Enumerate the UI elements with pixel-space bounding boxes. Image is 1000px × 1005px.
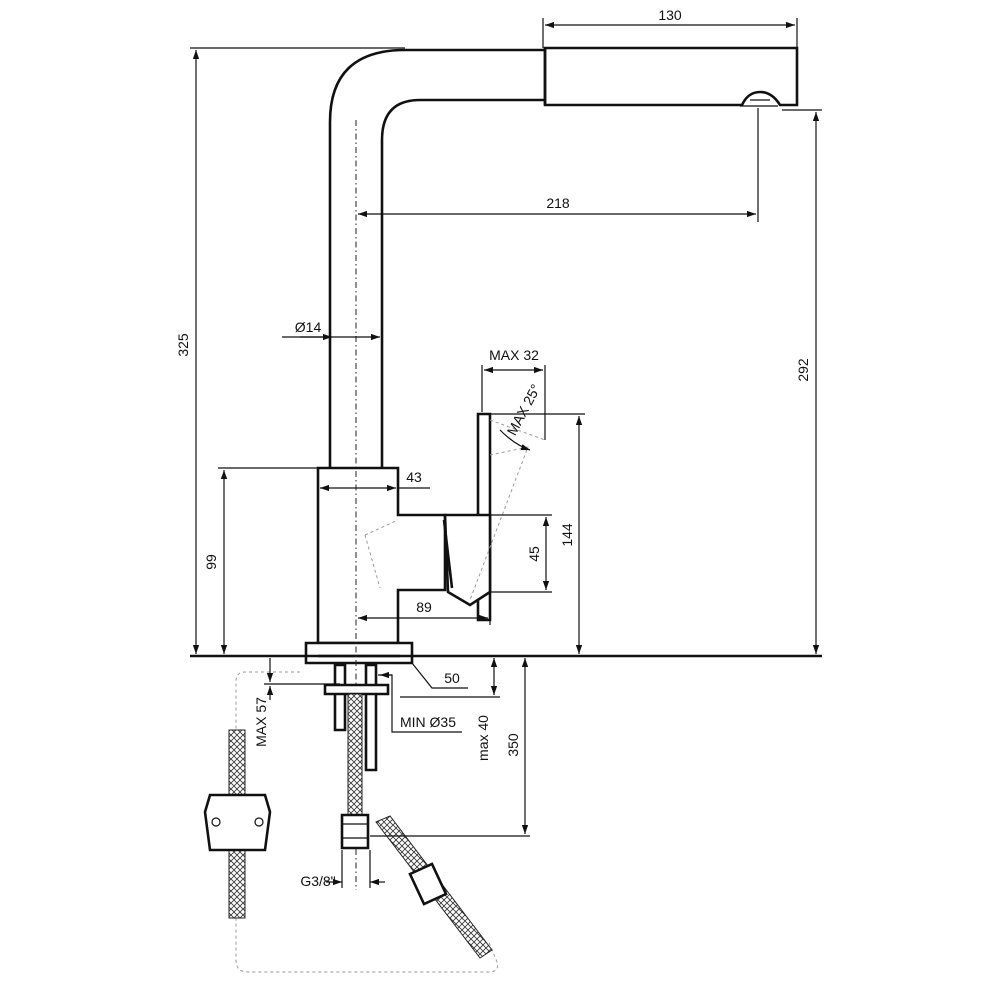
dim-max32-label: MAX 32 <box>489 347 539 363</box>
faucet-outline <box>190 46 822 890</box>
dim-130-label: 130 <box>658 7 682 23</box>
dim-45-label: 45 <box>526 546 542 562</box>
cabinet-ghost-outline <box>235 671 499 973</box>
hose-fitting-center <box>340 813 370 850</box>
angle-valve <box>203 793 272 852</box>
dim-218-label: 218 <box>546 195 570 211</box>
hose-fitting-center-detail <box>342 823 368 839</box>
dim-99-label: 99 <box>203 554 219 570</box>
dim-50-leader <box>411 662 468 689</box>
threaded-stud-left <box>333 663 347 732</box>
spout-tube-inner <box>380 98 545 468</box>
installation-parts <box>203 663 499 973</box>
dim-max25-label: MAX 25° <box>504 381 544 437</box>
dim-144-label: 144 <box>559 523 575 547</box>
dim-43-label: 43 <box>406 469 422 485</box>
supply-hose-center <box>347 693 363 816</box>
dim-max25-arc <box>499 429 531 451</box>
dim-89-label: 89 <box>416 599 432 615</box>
dim-292-label: 292 <box>795 358 811 382</box>
spout-head <box>543 46 799 107</box>
faucet-body <box>316 466 447 645</box>
dim-325-label: 325 <box>175 333 191 357</box>
dim-g38-label: G3/8" <box>300 873 335 889</box>
threaded-stud-right <box>364 663 378 772</box>
dim-350-label: 350 <box>505 733 521 757</box>
angle-valve-bolt-left <box>211 817 221 827</box>
dimension-annotations: 130 218 325 292 Ø14 MAX 32 MAX 25° 144 <box>175 7 822 889</box>
dim-50-label: 50 <box>444 670 460 686</box>
dim-d14-label: Ø14 <box>295 319 322 335</box>
aerator-outlet <box>740 99 778 107</box>
dim-min35-label: MIN Ø35 <box>400 714 456 730</box>
base-plate <box>304 641 414 665</box>
fixing-nut <box>323 683 390 696</box>
lever-cartridge <box>443 513 492 607</box>
spout-tube-outer <box>328 48 545 468</box>
dim-max57-label: MAX 57 <box>253 697 269 747</box>
dim-max40-label: max 40 <box>475 715 491 761</box>
lever-cap <box>442 519 454 589</box>
angle-valve-bolt-right <box>254 817 264 827</box>
hose-fitting-angled <box>408 862 448 906</box>
